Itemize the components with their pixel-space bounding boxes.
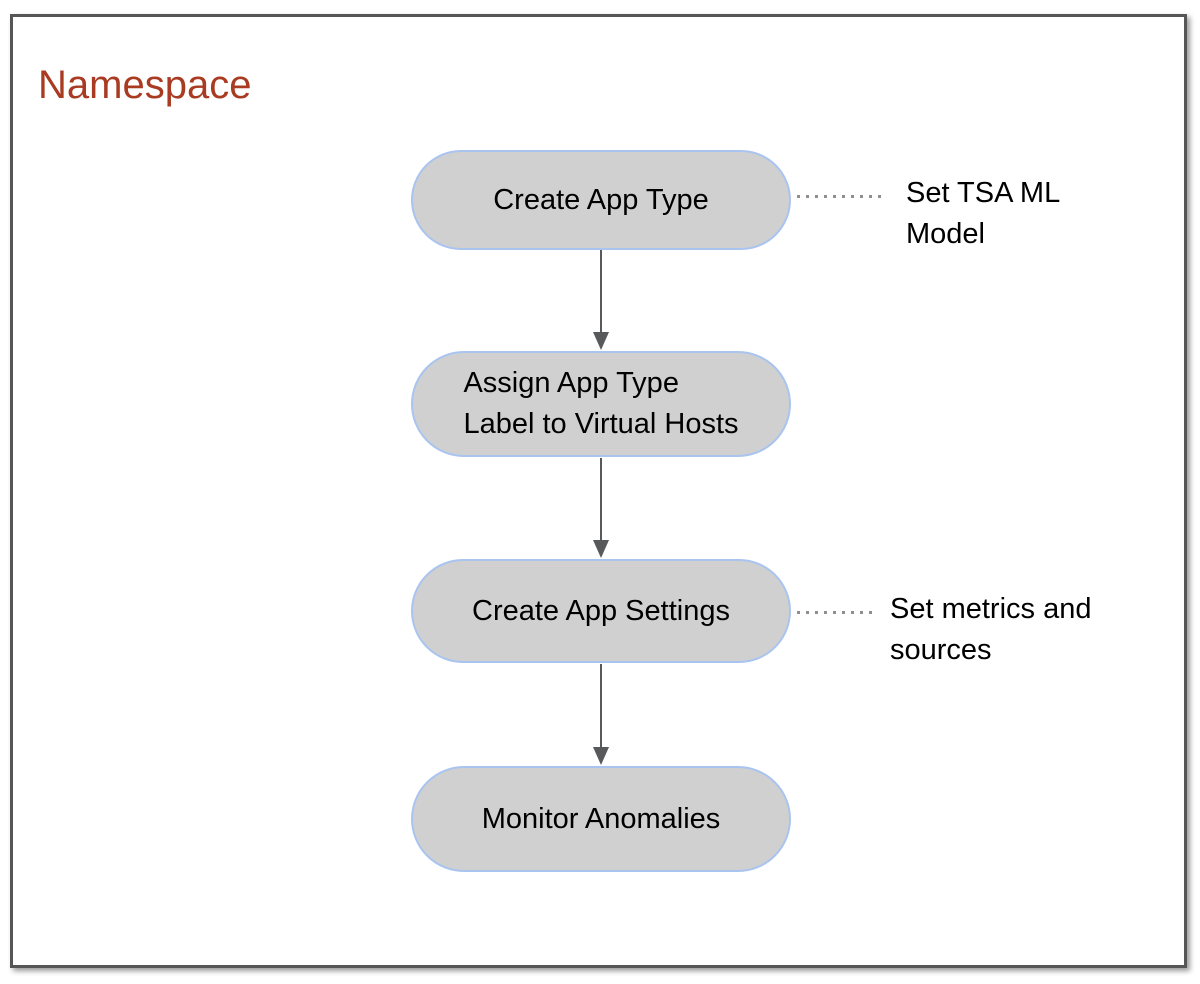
arrow-head-down-icon <box>593 747 609 765</box>
node-label-create-app-type: Create App Type <box>493 183 709 216</box>
dotted-connector-set-tsa-ml-model <box>797 195 883 198</box>
node-label-monitor-anomalies: Monitor Anomalies <box>481 802 721 835</box>
node-label-assign-app-type-label: Assign App Type Label to Virtual Hosts <box>463 367 739 440</box>
annotation-set-tsa-ml-model: Set TSA ML Model <box>906 177 1061 250</box>
flow-arrow-3 <box>593 664 609 765</box>
arrow-head-down-icon <box>593 540 609 558</box>
node-create-app-type[interactable]: Create App Type <box>411 150 791 250</box>
arrow-line <box>600 664 602 749</box>
dotted-connector-set-metrics-and-sources <box>797 611 877 614</box>
namespace-frame: Namespace Create App Type Assign App Typ… <box>10 14 1187 968</box>
arrow-head-down-icon <box>593 332 609 350</box>
namespace-title: Namespace <box>38 63 252 107</box>
arrow-line <box>600 250 602 334</box>
flow-arrow-2 <box>593 458 609 558</box>
annotation-set-metrics-and-sources: Set metrics and sources <box>890 593 1092 666</box>
node-label-create-app-settings: Create App Settings <box>472 594 730 627</box>
flow-arrow-1 <box>593 250 609 350</box>
arrow-line <box>600 458 602 542</box>
node-monitor-anomalies[interactable]: Monitor Anomalies <box>411 766 791 872</box>
node-create-app-settings[interactable]: Create App Settings <box>411 559 791 663</box>
node-assign-app-type-label[interactable]: Assign App Type Label to Virtual Hosts <box>411 351 791 457</box>
